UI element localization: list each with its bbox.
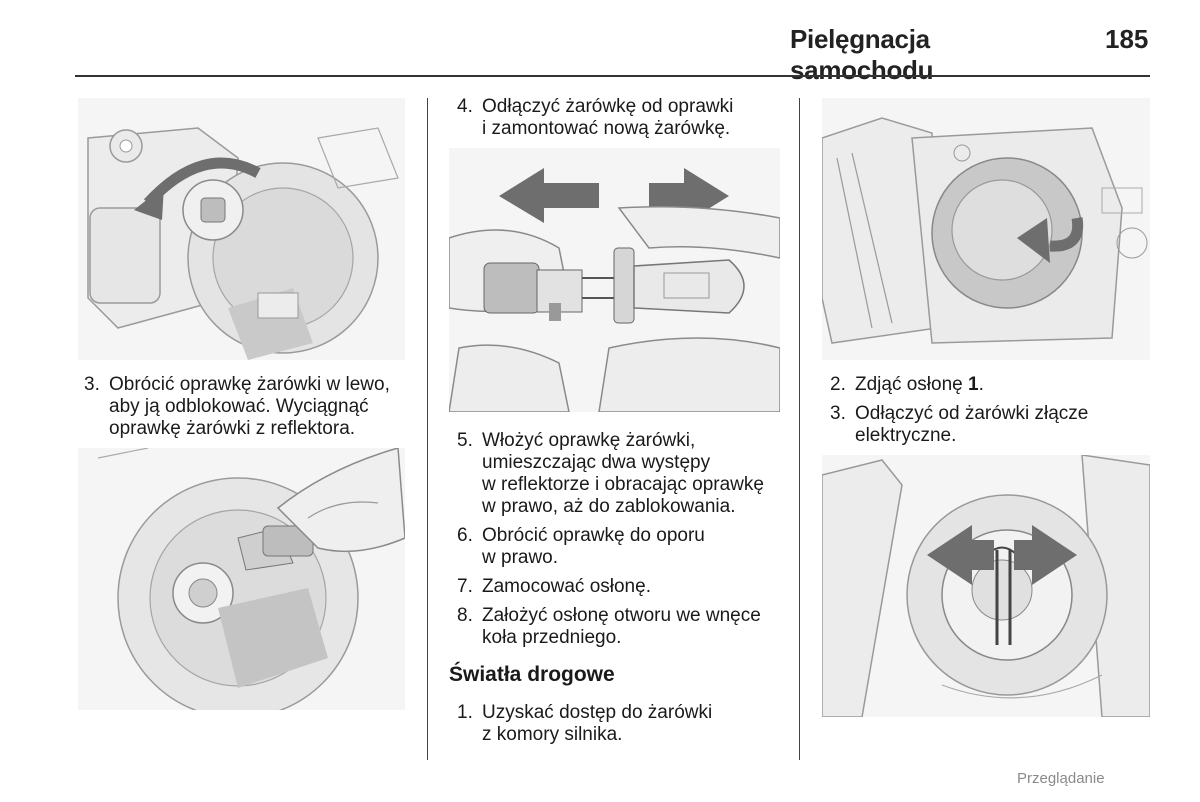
step-number: 7.	[457, 576, 473, 597]
step-number: 6.	[457, 525, 473, 546]
step-text-line: Włożyć oprawkę żarówki,	[482, 430, 696, 451]
illustration-connector	[822, 455, 1150, 717]
column-divider-right	[799, 98, 800, 760]
list-item: 4. Odłączyć żarówkę od oprawki i zamonto…	[457, 96, 787, 140]
step-text-line: elektryczne.	[855, 425, 957, 446]
step-text-line: i zamontować nową żarówkę.	[482, 118, 731, 139]
steps-list-col2-top: 4. Odłączyć żarówkę od oprawki i zamonto…	[457, 96, 787, 147]
step-text-line: oprawkę żarówki z reflektora.	[109, 418, 356, 439]
column-divider-left	[427, 98, 428, 760]
page-number: 185	[1105, 24, 1149, 54]
step-number: 1.	[457, 702, 473, 723]
figure-remove-cover	[822, 98, 1150, 360]
step-text-line: Odłączyć żarówkę od oprawki	[482, 96, 734, 117]
step-text-line: umieszczając dwa występy	[482, 452, 711, 473]
step-number: 3.	[84, 374, 100, 395]
callout-number: 1	[968, 374, 979, 395]
step-text-line: w reflektorze i obracając oprawkę	[482, 474, 764, 495]
step-text: Zdjąć osłonę	[855, 374, 969, 395]
step-text-line: w prawo, aż do zablokowania.	[482, 496, 736, 517]
step-text-line: Zamocować osłonę.	[482, 576, 651, 597]
list-item: 2. Zdjąć osłonę 1.	[830, 374, 1160, 396]
illustration-holder-removal	[78, 448, 405, 710]
step-text-line: w prawo.	[482, 547, 559, 568]
illustration-headlamp-rear	[78, 98, 405, 360]
figure-replace-bulb	[449, 148, 780, 412]
section-heading-high-beam: Światła drogowe	[449, 663, 615, 686]
list-item: 3. Odłączyć od żarówki złącze elektryczn…	[830, 403, 1160, 447]
list-item: 1. Uzyskać dostęp do żarówki z komory si…	[457, 702, 787, 746]
steps-list-col1: 3. Obrócić oprawkę żarówki w lewo, aby j…	[84, 374, 414, 447]
list-item: 8. Założyć osłonę otworu we wnęce koła p…	[457, 605, 792, 649]
step-number: 4.	[457, 96, 473, 117]
figure-rotate-bulb-holder	[78, 98, 405, 360]
figure-disconnect-connector	[822, 455, 1150, 717]
step-text-line: koła przedniego.	[482, 627, 622, 648]
steps-list-col2: 5. Włożyć oprawkę żarówki, umieszczając …	[457, 430, 792, 656]
steps-list-col3: 2. Zdjąć osłonę 1. 3. Odłączyć od żarówk…	[830, 374, 1160, 454]
step-number: 8.	[457, 605, 473, 626]
step-text-line: Odłączyć od żarówki złącze	[855, 403, 1089, 424]
step-number: 5.	[457, 430, 473, 451]
step-text-line: z komory silnika.	[482, 724, 623, 745]
list-item: 7. Zamocować osłonę.	[457, 576, 792, 598]
illustration-bulb-separation	[449, 148, 780, 412]
step-text-end: .	[978, 374, 984, 395]
footer-nav-label[interactable]: Przeglądanie	[1017, 770, 1105, 787]
step-number: 3.	[830, 403, 846, 424]
figure-remove-bulb-holder	[78, 448, 405, 710]
list-item: 5. Włożyć oprawkę żarówki, umieszczając …	[457, 430, 792, 518]
step-text-line: Uzyskać dostęp do żarówki	[482, 702, 713, 723]
step-number: 2.	[830, 374, 846, 395]
step-text-line: Obrócić oprawkę do oporu	[482, 525, 705, 546]
step-text-line: aby ją odblokować. Wyciągnąć	[109, 396, 369, 417]
step-text-line: Obrócić oprawkę żarówki w lewo,	[109, 374, 390, 395]
list-item: 3. Obrócić oprawkę żarówki w lewo, aby j…	[84, 374, 414, 440]
list-item: 6. Obrócić oprawkę do oporu w prawo.	[457, 525, 792, 569]
step-text-line: Założyć osłonę otworu we wnęce	[482, 605, 761, 626]
page-title: Pielęgnacja samochodu	[790, 24, 934, 85]
steps-list-high-beam: 1. Uzyskać dostęp do żarówki z komory si…	[457, 702, 787, 753]
illustration-cover-removal	[822, 98, 1150, 360]
header-rule	[75, 75, 1150, 77]
